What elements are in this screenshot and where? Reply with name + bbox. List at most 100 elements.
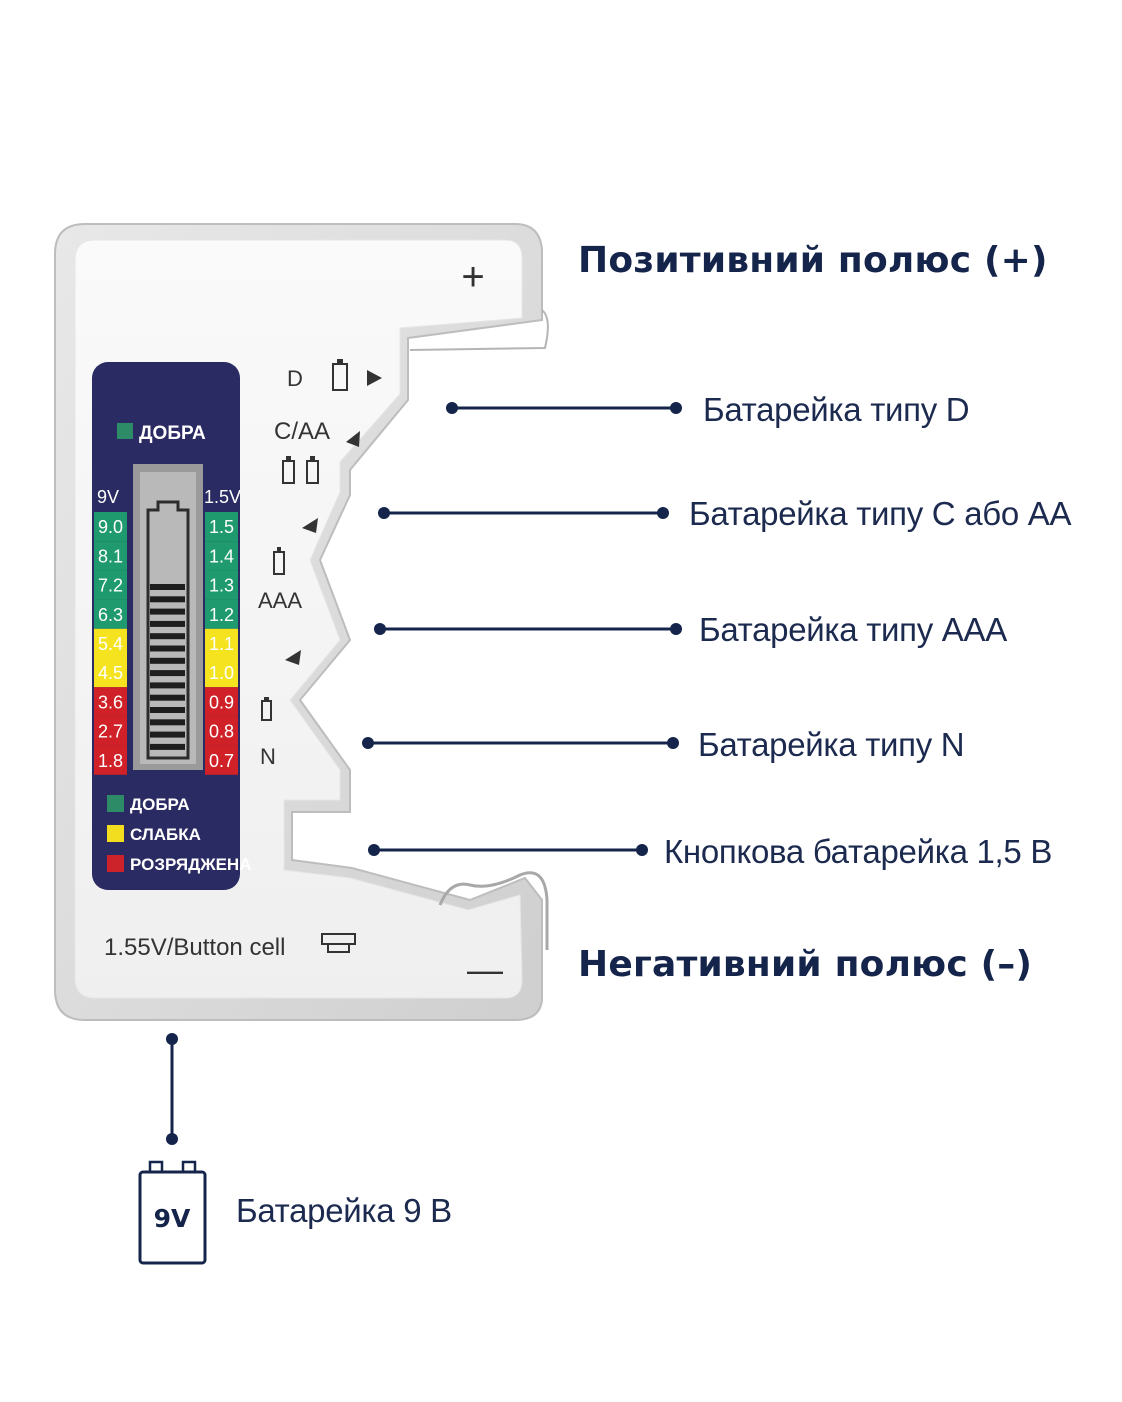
right-scale-cell <box>205 599 238 629</box>
nine-volt-terminal-left <box>148 1160 164 1174</box>
left-scale-cell <box>94 541 127 571</box>
slot-label-n: N <box>260 744 276 769</box>
lcd-bar-segment <box>150 608 185 615</box>
callout-c-aa <box>378 507 669 519</box>
callout-aaa-end <box>670 623 682 635</box>
right-scale-value: 1.5 <box>209 517 234 537</box>
right-scale-cell <box>205 628 238 658</box>
slot-label-d: D <box>287 366 303 391</box>
callout-aaa <box>374 623 682 635</box>
callout-label-c-aa: Батарейка типу C або AA <box>689 495 1072 532</box>
d-battery-cap <box>337 359 343 364</box>
c-aa-arrow-icon <box>346 431 360 447</box>
nine-volt-battery-icon: 9V <box>138 1160 207 1265</box>
callout-label-nine-volt: Батарейка 9 В <box>236 1192 452 1229</box>
n-arrow-icon <box>285 650 301 665</box>
button-cell-icon-base <box>327 943 350 953</box>
col-right-header: 1.5V <box>204 487 241 507</box>
lcd-bar-segment <box>150 743 185 750</box>
left-scale-value: 6.3 <box>98 605 123 625</box>
callout-label-n: Батарейка типу N <box>698 726 965 763</box>
negative-pole-title: Негативний полюс (–) <box>578 944 1033 985</box>
callout-label-aaa: Батарейка типу AAA <box>699 611 1007 648</box>
slot-label-c-aa: C/AA <box>274 418 330 445</box>
right-scale-value: 1.2 <box>209 605 234 625</box>
right-scale-cell <box>205 570 238 600</box>
left-scale-value: 9.0 <box>98 517 123 537</box>
left-scale-value: 4.5 <box>98 663 123 683</box>
plus-sign: + <box>461 255 484 299</box>
right-scale-cell <box>205 745 238 775</box>
lcd-bar-segment <box>150 670 185 677</box>
legend-label: РОЗРЯДЖЕНА <box>130 855 252 874</box>
callout-n <box>362 737 679 749</box>
callout-n-end <box>667 737 679 749</box>
left-scale-cell <box>94 687 127 717</box>
right-scale-cell <box>205 658 238 688</box>
scale-right-column: 1.51.41.31.21.11.00.90.80.7 <box>205 512 238 775</box>
lcd-bar-segment <box>150 620 185 627</box>
right-scale-cell <box>205 716 238 746</box>
slot-label-aaa: AAA <box>258 588 302 613</box>
nine-volt-icon-label: 9V <box>154 1204 191 1233</box>
legend-swatch <box>107 855 124 872</box>
left-scale-value: 2.7 <box>98 722 123 742</box>
n-battery-cap <box>264 697 269 701</box>
lcd-bar-segment <box>150 657 185 664</box>
callout-nine-volt-end <box>166 1133 178 1145</box>
lcd-bar-segment <box>150 596 185 603</box>
left-scale-cell <box>94 512 127 542</box>
lcd-bar-segment <box>150 707 185 713</box>
aa-battery-cap <box>310 456 315 461</box>
left-scale-value: 5.4 <box>98 634 123 654</box>
nine-volt-body <box>138 1170 207 1265</box>
lcd-bar-segment <box>150 719 185 726</box>
aaa-battery-cap <box>277 547 281 552</box>
left-scale-cell <box>94 745 127 775</box>
right-scale-value: 1.4 <box>209 546 234 566</box>
right-scale-cell <box>205 512 238 542</box>
lcd-bar-segment <box>150 645 185 652</box>
lcd-bar-segment <box>150 633 185 640</box>
aaa-arrow-icon <box>302 518 318 533</box>
right-scale-value: 0.9 <box>209 692 234 712</box>
positive-pole-title: Позитивний полюс (+) <box>578 240 1048 281</box>
callout-c-aa-end <box>657 507 669 519</box>
right-scale-cell <box>205 541 238 571</box>
left-scale-value: 7.2 <box>98 576 123 596</box>
callout-nine-volt <box>166 1033 178 1145</box>
scale-left-column: 9.08.17.26.35.44.53.62.71.8 <box>94 512 127 775</box>
lcd-bar-segment <box>150 584 185 590</box>
callout-button-end <box>636 844 648 856</box>
right-scale-value: 1.3 <box>209 576 234 596</box>
lcd-bar-segment <box>150 694 185 701</box>
callout-button <box>368 844 648 856</box>
left-scale-cell <box>94 658 127 688</box>
nine-volt-terminal-right <box>181 1160 197 1174</box>
good-swatch-top <box>117 423 133 439</box>
lcd-level-bars <box>150 584 185 750</box>
callout-label-d: Батарейка типу D <box>703 391 970 428</box>
right-scale-value: 1.1 <box>209 634 234 654</box>
right-scale-cell <box>205 687 238 717</box>
callout-d <box>446 402 682 414</box>
left-scale-value: 3.6 <box>98 692 123 712</box>
left-scale-cell <box>94 628 127 658</box>
callout-d-end <box>670 402 682 414</box>
right-scale-value: 0.7 <box>209 751 234 771</box>
left-scale-value: 8.1 <box>98 546 123 566</box>
left-scale-cell <box>94 599 127 629</box>
left-scale-cell <box>94 716 127 746</box>
top-legend-label: ДОБРА <box>139 423 206 444</box>
callout-label-button: Кнопкова батарейка 1,5 В <box>664 833 1053 870</box>
left-scale-cell <box>94 570 127 600</box>
col-left-header: 9V <box>97 487 119 507</box>
lcd-battery-outline <box>146 500 190 760</box>
d-arrow-icon <box>367 370 382 386</box>
top-contact <box>409 309 549 351</box>
right-scale-value: 0.8 <box>209 722 234 742</box>
legend-swatch <box>107 825 124 842</box>
minus-sign: — <box>467 949 503 990</box>
